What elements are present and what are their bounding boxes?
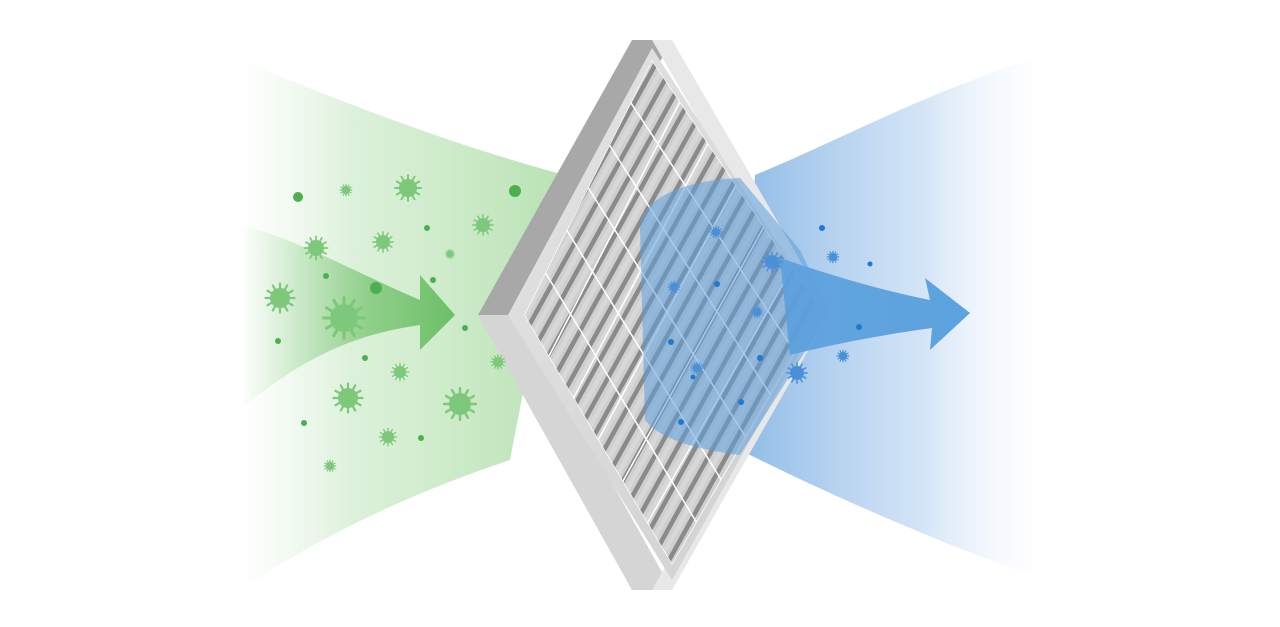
filter-pleat	[524, 60, 671, 565]
clean-particle-dot	[738, 399, 744, 405]
filter-pleat	[0, 40, 255, 600]
dirty-particle-dot	[323, 273, 329, 279]
virus-icon	[667, 280, 681, 294]
filter-pleat	[0, 40, 219, 600]
virus-icon	[690, 361, 704, 375]
filter-pleat	[0, 40, 120, 600]
clean-particle-dot	[678, 419, 684, 425]
virus-icon	[339, 183, 353, 197]
virus-icon	[442, 386, 478, 422]
clean-particle-dot	[856, 324, 862, 330]
filter-pleat	[0, 40, 228, 600]
filter-pleat	[0, 40, 264, 600]
clean-particle-dot	[668, 339, 674, 345]
clean-air-overlay	[640, 178, 830, 455]
filter-pleat	[0, 40, 282, 600]
virus-icon	[303, 235, 329, 261]
filter-pleat	[0, 40, 246, 600]
filter-pleat	[0, 40, 147, 600]
clean-particle-dot	[714, 281, 720, 287]
dirty-particle-dot	[430, 277, 436, 283]
filter-pleat	[0, 40, 210, 600]
filter-pleat	[0, 40, 156, 600]
virus-icon	[332, 382, 364, 414]
filter-pleat	[524, 60, 752, 565]
filter-pleat	[524, 60, 716, 565]
filter-pleat	[0, 40, 201, 600]
filter-pleat	[524, 60, 689, 565]
filter-pleat	[524, 60, 707, 565]
virus-icon	[472, 214, 494, 236]
virus-icon	[393, 173, 423, 203]
clean-particle-dot	[690, 374, 696, 380]
clean-particle-dot	[757, 355, 763, 361]
dirty-particle-dot	[509, 185, 521, 197]
clean-particles	[667, 225, 873, 425]
filter-pleat	[524, 60, 698, 565]
filter-pleat	[524, 60, 680, 565]
virus-icon	[322, 296, 366, 340]
filter-pleat	[0, 40, 273, 600]
virus-icon	[372, 231, 394, 253]
dirty-particles	[264, 173, 521, 473]
dirty-particle-dot	[275, 338, 281, 344]
virus-icon	[323, 459, 337, 473]
dirty-particle-dot	[362, 355, 368, 361]
filter-pleat	[0, 40, 237, 600]
filter-pleat	[524, 60, 734, 565]
virus-icon	[786, 362, 808, 384]
clean-particle-dot	[867, 261, 873, 267]
virus-icon	[836, 349, 850, 363]
dirty-particle-dot	[418, 435, 424, 441]
dirty-particle-dot	[301, 420, 307, 426]
dirty-particle-dot	[370, 282, 382, 294]
dirty-particle-dot	[424, 225, 430, 231]
dirty-particle-dot	[293, 192, 303, 202]
filter-grid-line	[544, 272, 698, 523]
virus-icon	[709, 225, 723, 239]
filter-pleat	[524, 60, 743, 565]
filter-pleat	[0, 40, 192, 600]
virus-icon	[264, 282, 296, 314]
virus-icon	[826, 250, 840, 264]
virus-icon	[750, 305, 764, 319]
virus-icon	[390, 362, 410, 382]
clean-particle-dot	[819, 225, 825, 231]
filter-pleat	[0, 40, 165, 600]
filter-pleat	[0, 40, 183, 600]
virus-icon	[378, 427, 398, 447]
virus-icon	[490, 354, 506, 370]
virus-icon	[761, 251, 783, 273]
dirty-particle-dot	[462, 325, 468, 331]
filter-pleat	[0, 40, 129, 600]
clean-air-arrow	[780, 258, 970, 355]
virus-icon	[445, 249, 455, 259]
filter-pleat	[0, 40, 138, 600]
filter-frame-bottom	[478, 315, 672, 590]
filter-pleat	[0, 40, 174, 600]
